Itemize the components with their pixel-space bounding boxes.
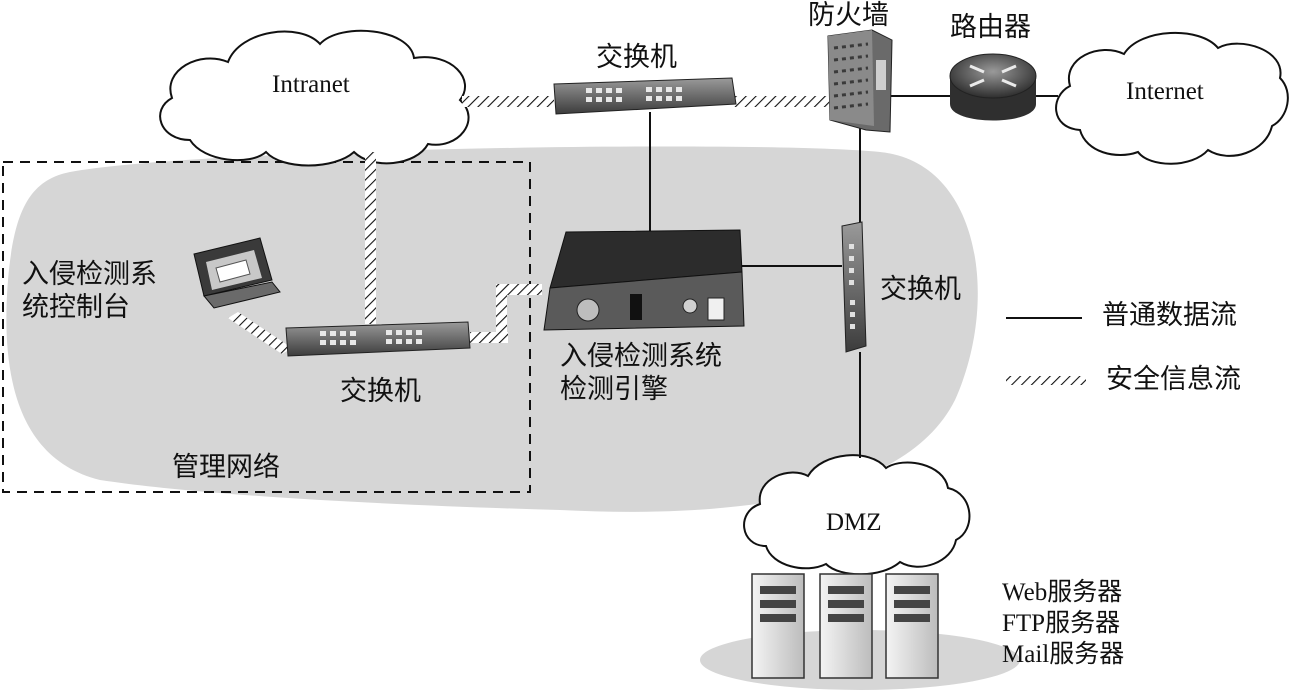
ids-console-label-line-2: 统控制台 [22, 292, 130, 324]
dmz-switch-label: 交换机 [880, 274, 961, 305]
internet-cloud [1055, 31, 1289, 165]
server-label-mail: Mail服务器 [1002, 641, 1125, 668]
top-switch-device [553, 77, 737, 115]
router-device [949, 53, 1037, 121]
server-label-ftp: FTP服务器 [1002, 610, 1121, 637]
management-network-label: 管理网络 [172, 452, 280, 483]
ids-engine-label-line-1: 入侵检测系统 [560, 341, 722, 372]
intranet-cloud [159, 29, 470, 167]
legend-security-flow-line [1006, 376, 1086, 385]
normal-data-links [649, 95, 1058, 458]
router-label: 路由器 [950, 12, 1031, 43]
internet-label: Internet [1126, 78, 1204, 105]
top-switch-label: 交换机 [596, 42, 677, 73]
management-switch-label: 交换机 [340, 376, 421, 407]
intranet-label: Intranet [272, 71, 350, 98]
security-info-links [228, 96, 830, 354]
legend-normal-flow-label: 普通数据流 [1102, 300, 1237, 331]
ids-engine-label: 入侵检测系统 检测引擎 [560, 340, 722, 407]
server-towers [751, 573, 939, 679]
server-label-web: Web服务器 [1002, 579, 1123, 606]
web-server-icon [751, 573, 805, 679]
management-zone-background [6, 146, 978, 512]
dmz-label: DMZ [826, 509, 882, 536]
mail-server-icon [885, 573, 939, 679]
dmz-switch-device [841, 221, 867, 353]
ids-engine-device [543, 229, 745, 331]
management-network-boundary [2, 161, 531, 493]
ftp-server-icon [819, 573, 873, 679]
ids-console-label-line-1: 入侵检测系 [22, 259, 157, 290]
server-list-label: Web服务器 FTP服务器 Mail服务器 [1002, 577, 1124, 670]
firewall-label: 防火墙 [808, 0, 889, 31]
legend-security-flow-label: 安全信息流 [1106, 364, 1241, 395]
firewall-device [827, 29, 893, 133]
management-switch-device [285, 321, 471, 357]
ids-engine-label-line-2: 检测引擎 [560, 374, 668, 406]
ids-console-device [193, 237, 281, 309]
ids-console-label: 入侵检测系 统控制台 [22, 258, 157, 325]
